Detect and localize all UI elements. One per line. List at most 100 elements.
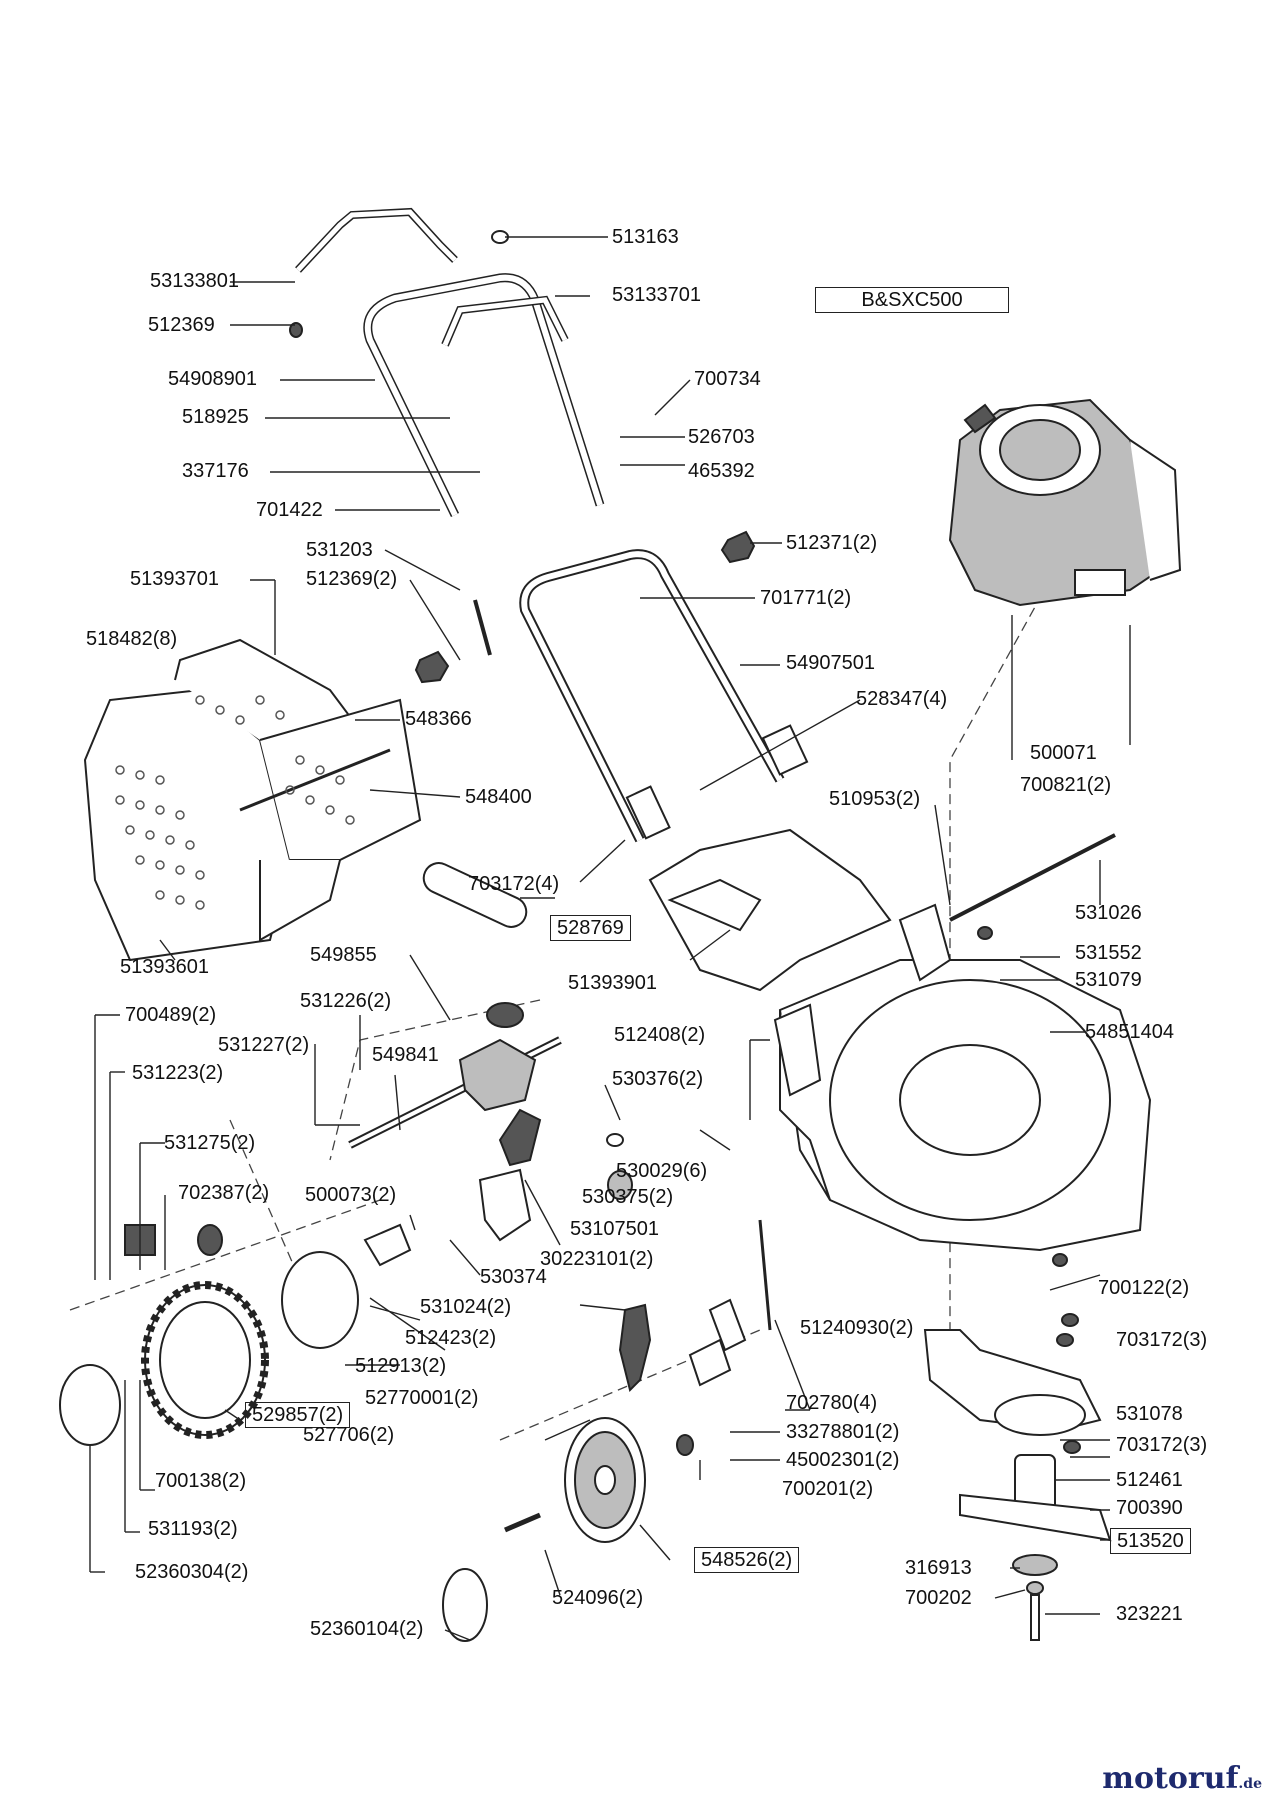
part-label: 531223(2) (132, 1062, 224, 1084)
part-label: 512371(2) (786, 532, 878, 554)
part-label: 513163 (612, 226, 679, 248)
mower-deck (773, 903, 1152, 1252)
part-label: 702387(2) (178, 1182, 270, 1204)
part-label: 524096(2) (552, 1587, 644, 1609)
part-label: 54851404 (1085, 1021, 1174, 1043)
part-label: 700390 (1116, 1497, 1183, 1519)
part-label: 531078 (1116, 1403, 1183, 1425)
part-label: 531227(2) (218, 1034, 310, 1056)
part-label: 700122(2) (1098, 1277, 1190, 1299)
part-label: 465392 (688, 460, 755, 482)
part-label: 45002301(2) (786, 1449, 900, 1471)
part-label-boxed: 548526(2) (694, 1547, 800, 1573)
part-label: 51240930(2) (800, 1317, 914, 1339)
brand-suffix: .de (1238, 1776, 1262, 1792)
knob-icon (414, 650, 450, 684)
part-label: 510953(2) (829, 788, 921, 810)
part-label: 531275(2) (164, 1132, 256, 1154)
part-label: 30223101(2) (540, 1248, 654, 1270)
part-label: 548366 (405, 708, 472, 730)
part-label: 337176 (182, 460, 249, 482)
part-label: 531026 (1075, 902, 1142, 924)
assembly-axis-hub (229, 1119, 301, 1281)
part-label: 700489(2) (125, 1004, 217, 1026)
knob-icon (720, 530, 756, 564)
engine-model-label: B&SXC500 (815, 287, 1009, 313)
brand-watermark[interactable]: motoruf.de (1102, 1761, 1262, 1796)
nut-icon (289, 322, 303, 338)
part-label: 51393901 (568, 972, 657, 994)
grass-catcher (83, 638, 422, 962)
part-label: 512369(2) (306, 568, 398, 590)
upper-handle (363, 273, 605, 517)
control-bar (295, 207, 458, 273)
part-label: 703172(3) (1116, 1329, 1208, 1351)
part-label: 52360304(2) (135, 1561, 249, 1583)
height-adjust-lever (618, 1303, 652, 1392)
part-label: 518925 (182, 406, 249, 428)
part-label: 500073(2) (305, 1184, 397, 1206)
part-label: 702780(4) (786, 1392, 878, 1414)
part-label: 528347(4) (856, 688, 948, 710)
part-label: 701422 (256, 499, 323, 521)
part-label: 53133701 (612, 284, 701, 306)
part-label: 531079 (1075, 969, 1142, 991)
pulley-icon (486, 1002, 524, 1028)
part-label: 54907501 (786, 652, 875, 674)
part-label: 530375(2) (582, 1186, 674, 1208)
leader-lines (89, 236, 1131, 1641)
part-label: 518482(8) (86, 628, 178, 650)
engine-block (948, 398, 1182, 607)
part-label: 51393701 (130, 568, 219, 590)
part-label: 512461 (1116, 1469, 1183, 1491)
part-label: 549855 (310, 944, 377, 966)
part-label: 530374 (480, 1266, 547, 1288)
part-label: 512408(2) (614, 1024, 706, 1046)
part-label: 33278801(2) (786, 1421, 900, 1443)
part-label: 512423(2) (405, 1327, 497, 1349)
brand-name: motoruf (1102, 1761, 1239, 1796)
part-label: 53107501 (570, 1218, 659, 1240)
part-label: 531193(2) (148, 1518, 238, 1540)
drive-belt (422, 862, 528, 928)
blade-assembly (923, 1313, 1112, 1641)
part-label: 531203 (306, 539, 373, 561)
part-label: 701771(2) (760, 587, 852, 609)
lower-handle (519, 549, 809, 843)
part-label: 52360104(2) (310, 1618, 424, 1640)
part-label-boxed: 528769 (550, 915, 631, 941)
part-label: 526703 (688, 426, 755, 448)
drive-lever-grip (498, 1108, 542, 1167)
part-label: 527706(2) (303, 1424, 395, 1446)
part-label: 530376(2) (612, 1068, 704, 1090)
part-label: 316913 (905, 1557, 972, 1579)
gearbox (458, 1038, 537, 1112)
part-label: 531552 (1075, 942, 1142, 964)
rear-flap (648, 828, 892, 992)
part-label: 703172(3) (1116, 1434, 1208, 1456)
part-label: 53133801 (150, 270, 239, 292)
part-label: 512369 (148, 314, 215, 336)
part-label: 700202 (905, 1587, 972, 1609)
part-label-boxed: 513520 (1110, 1528, 1191, 1554)
part-label: 700138(2) (155, 1470, 247, 1492)
part-label: 531024(2) (420, 1296, 512, 1318)
part-label: 549841 (372, 1044, 439, 1066)
part-label: 531226(2) (300, 990, 392, 1012)
part-label: 500071 (1030, 742, 1097, 764)
part-label: 548400 (465, 786, 532, 808)
part-label: 323221 (1116, 1603, 1183, 1625)
part-label: 703172(4) (468, 873, 560, 895)
front-wheel (442, 1417, 646, 1642)
bolt-icon (473, 599, 492, 656)
assembly-axis-rear-wheel (69, 1199, 381, 1311)
part-label: 530029(6) (616, 1160, 708, 1182)
part-label: 54908901 (168, 368, 257, 390)
part-label: 512913(2) (355, 1355, 447, 1377)
drive-lever-bracket (478, 1168, 532, 1242)
part-label: 52770001(2) (365, 1387, 479, 1409)
part-label: 700821(2) (1020, 774, 1112, 796)
part-label: 51393601 (120, 956, 209, 978)
